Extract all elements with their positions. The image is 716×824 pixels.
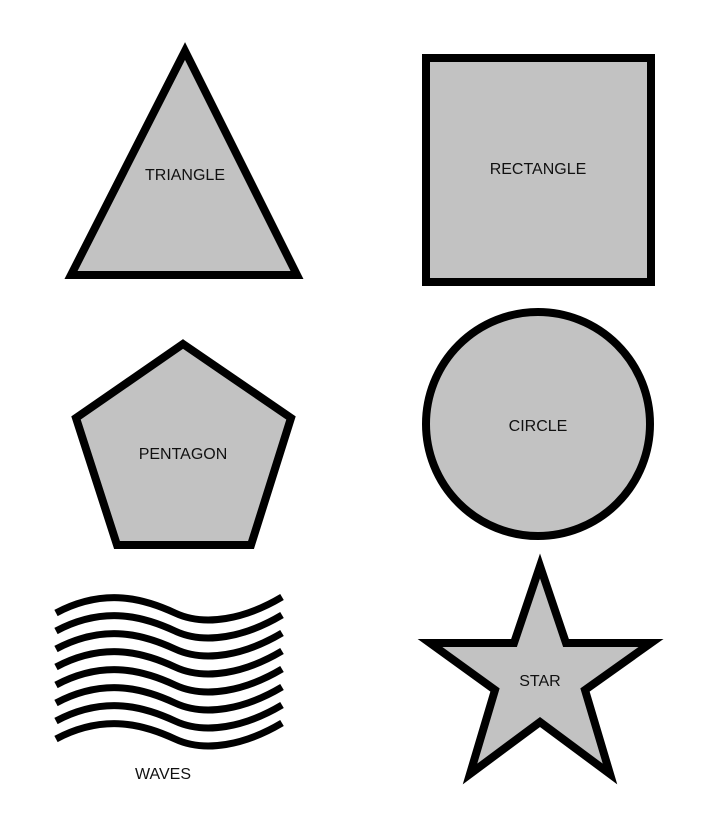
wave-line [54,629,284,660]
pentagon-shape [71,339,296,549]
wave-line [54,701,284,732]
rectangle-group: RECTANGLE [422,54,655,286]
wave-line [54,593,284,624]
wave-line [54,719,284,750]
wave-line [54,647,284,678]
wave-line [54,611,284,642]
waves-label: WAVES [135,766,191,783]
pentagon-group: PENTAGON [71,339,296,549]
circle-label: CIRCLE [509,418,568,435]
triangle-label: TRIANGLE [145,167,225,184]
rectangle-shape [422,54,655,286]
pentagon-label: PENTAGON [139,446,228,463]
star-label: STAR [519,673,560,690]
waves-group [54,593,284,750]
wave-line [54,665,284,696]
wave-line [54,683,284,714]
rectangle-label: RECTANGLE [490,161,587,178]
star-shape [417,553,664,785]
triangle-group: TRIANGLE [64,42,304,279]
circle-shape [422,308,654,540]
triangle-shape [64,42,304,279]
star-group: STAR [417,553,664,785]
circle-group: CIRCLE [422,308,654,540]
